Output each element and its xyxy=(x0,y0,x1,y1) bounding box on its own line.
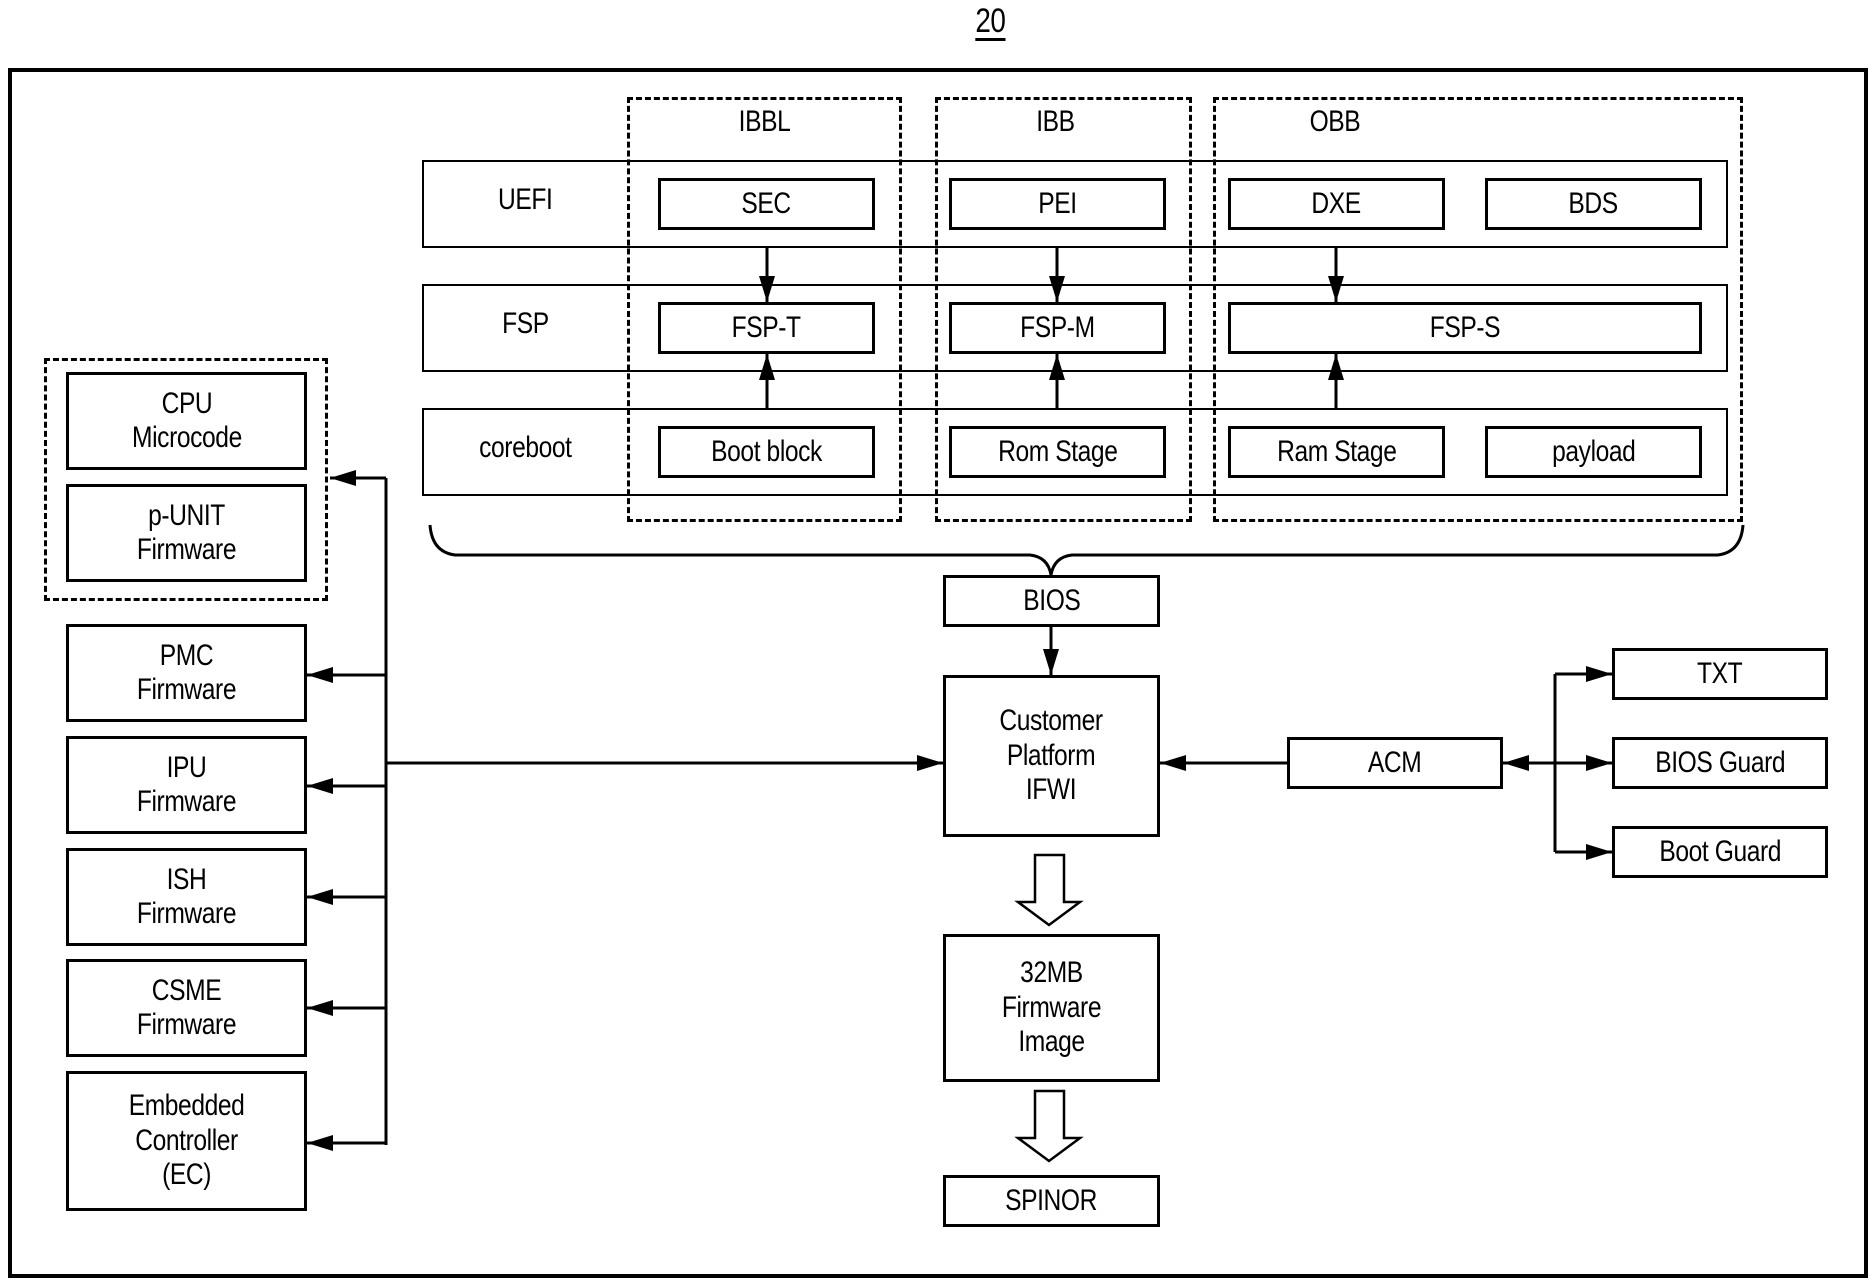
bios-brace xyxy=(430,525,1743,575)
block-arrow-ifwi-to-image xyxy=(1018,855,1080,925)
block-arrow-image-to-spinor xyxy=(1018,1091,1080,1161)
